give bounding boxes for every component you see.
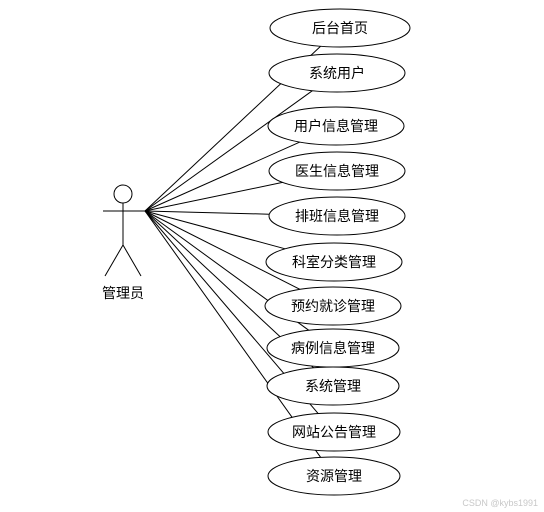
- use-case-label: 排班信息管理: [295, 208, 379, 225]
- use-case-ellipse: [268, 151, 406, 191]
- use-case: 网站公告管理: [267, 412, 401, 452]
- use-case-ellipse: [267, 106, 405, 146]
- use-case-label: 系统用户: [309, 65, 365, 82]
- use-case: 系统用户: [268, 53, 406, 93]
- actor-head: [113, 184, 133, 204]
- use-case-label: 网站公告管理: [292, 425, 376, 441]
- use-case-label: 系统管理: [305, 379, 361, 395]
- use-case: 科室分类管理: [265, 242, 403, 282]
- use-case-ellipse: [268, 53, 406, 93]
- use-case-ellipse: [266, 366, 400, 406]
- use-case-label: 预约就诊管理: [291, 299, 375, 315]
- use-case: 排班信息管理: [268, 196, 406, 236]
- use-case-label: 医生信息管理: [295, 163, 379, 180]
- use-case-label: 用户信息管理: [294, 118, 378, 135]
- use-case-list: 后台首页系统用户用户信息管理医生信息管理排班信息管理科室分类管理预约就诊管理病例…: [264, 8, 411, 496]
- actor-right-leg: [122, 244, 142, 277]
- use-case-ellipse: [269, 8, 411, 48]
- watermark: CSDN @kybs1991: [462, 498, 538, 508]
- association-line: [144, 181, 283, 212]
- association-line: [144, 210, 301, 290]
- use-case-ellipse: [268, 196, 406, 236]
- association-line: [144, 90, 313, 212]
- actor-admin: 管理员: [102, 184, 145, 302]
- use-case-label: 后台首页: [312, 21, 368, 37]
- use-case: 预约就诊管理: [264, 286, 402, 326]
- use-case: 医生信息管理: [268, 151, 406, 191]
- association-line: [144, 141, 301, 212]
- use-case-label: 病例信息管理: [291, 340, 375, 357]
- use-case: 资源管理: [267, 456, 401, 496]
- use-case: 用户信息管理: [267, 106, 405, 146]
- association-line: [144, 210, 322, 458]
- use-case-label: 资源管理: [306, 469, 362, 485]
- association-line: [144, 210, 286, 250]
- association-line: [144, 210, 270, 215]
- use-case-ellipse: [265, 242, 403, 282]
- actor-left-leg: [104, 244, 124, 277]
- use-case: 病例信息管理: [266, 328, 400, 368]
- use-case-ellipse: [264, 286, 402, 326]
- use-case-ellipse: [267, 412, 401, 452]
- use-case: 后台首页: [269, 8, 411, 48]
- actor-label: 管理员: [102, 286, 144, 302]
- use-case: 系统管理: [266, 366, 400, 406]
- use-case-ellipse: [267, 456, 401, 496]
- use-case-label: 科室分类管理: [292, 254, 376, 271]
